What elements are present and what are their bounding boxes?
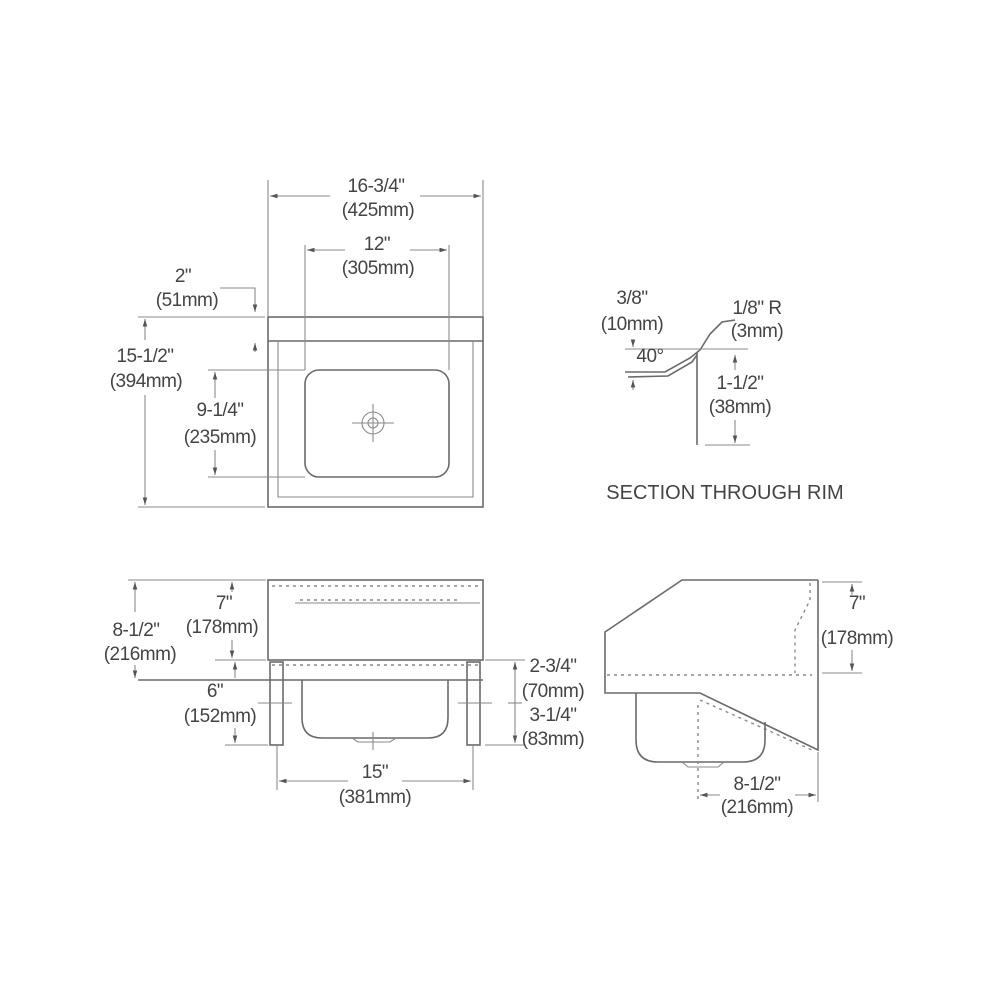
radius-mm: (3mm) [731, 321, 784, 342]
radius-in: 1/8" R [732, 298, 781, 319]
rim-section: 3/8" (10mm) 1/8" R (3mm) 40° 1-1/2" (38m… [601, 288, 844, 504]
drain-to-wall-mm: (216mm) [721, 797, 794, 818]
top-view: 16-3/4" (425mm) 12" (305mm) 2" (51mm) 15… [110, 176, 484, 508]
rim-to-top-mm: (51mm) [156, 290, 219, 311]
bracket-in: 6" [207, 681, 223, 702]
upper-bracket-in: 2-3/4" [529, 656, 576, 677]
overall-width-in: 16-3/4" [347, 176, 404, 197]
side-backsplash-in: 7" [849, 593, 865, 614]
bowl [304, 369, 450, 478]
bracket-spacing-mm: (381mm) [339, 787, 412, 808]
section-title: SECTION THROUGH RIM [606, 482, 843, 504]
lip-mm: (10mm) [601, 314, 664, 335]
bracket-spacing-in: 15" [362, 762, 388, 783]
overall-width-mm: (425mm) [342, 200, 415, 221]
backsplash-mm: (178mm) [186, 617, 259, 638]
rim-height-mm: (38mm) [709, 397, 772, 418]
lip-in: 3/8" [616, 288, 647, 309]
rim-height-in: 1-1/2" [716, 373, 763, 394]
overall-height-in: 8-1/2" [112, 620, 159, 641]
angle: 40° [636, 346, 663, 367]
front-view: 8-1/2" (216mm) 7" (178mm) 6" (152mm) 2-3… [104, 579, 585, 808]
bowl-depth-mm: (235mm) [184, 427, 257, 448]
drain-icon [352, 404, 394, 442]
bowl-width-mm: (305mm) [342, 258, 415, 279]
bracket-mm: (152mm) [184, 706, 257, 727]
lower-bracket-in: 3-1/4" [529, 705, 576, 726]
overall-depth-in: 15-1/2" [116, 346, 173, 367]
overall-depth-mm: (394mm) [110, 371, 183, 392]
side-view: 7" (178mm) 8-1/2" (216mm) [604, 579, 894, 818]
bowl-width-in: 12" [364, 234, 390, 255]
side-backsplash-mm: (178mm) [821, 628, 894, 649]
bowl-depth-in: 9-1/4" [196, 400, 243, 421]
drain-to-wall-in: 8-1/2" [733, 774, 780, 795]
lower-bracket-mm: (83mm) [522, 729, 585, 750]
upper-bracket-mm: (70mm) [522, 681, 585, 702]
overall-height-mm: (216mm) [104, 644, 177, 665]
backsplash-in: 7" [216, 593, 232, 614]
rim-to-top-in: 2" [175, 266, 191, 287]
